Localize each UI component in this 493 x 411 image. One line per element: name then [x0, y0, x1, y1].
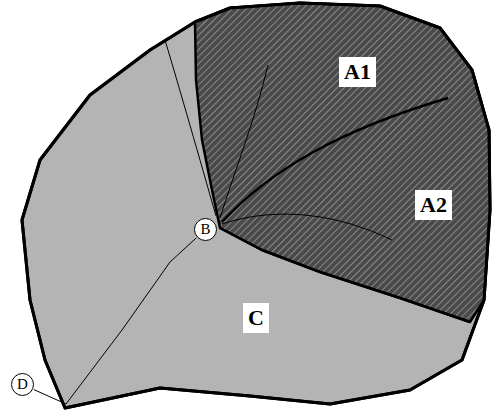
- outline: [22, 3, 490, 408]
- region-a: [195, 3, 490, 322]
- region-label: C: [243, 303, 269, 333]
- region-name: C: [248, 305, 264, 331]
- region-name: A2: [420, 192, 447, 218]
- stream-line: [220, 65, 268, 218]
- point-marker: B: [194, 218, 217, 241]
- point-marker: D: [11, 373, 34, 396]
- stream-line: [222, 214, 392, 240]
- stream-line: [165, 40, 216, 216]
- region-label: A1: [339, 57, 376, 87]
- point-letter: B: [200, 221, 210, 238]
- region-label: A2: [415, 190, 452, 220]
- stream-line: [34, 238, 196, 404]
- region-c: [22, 3, 490, 408]
- point-letter: D: [17, 376, 28, 393]
- region-name: A1: [344, 59, 371, 85]
